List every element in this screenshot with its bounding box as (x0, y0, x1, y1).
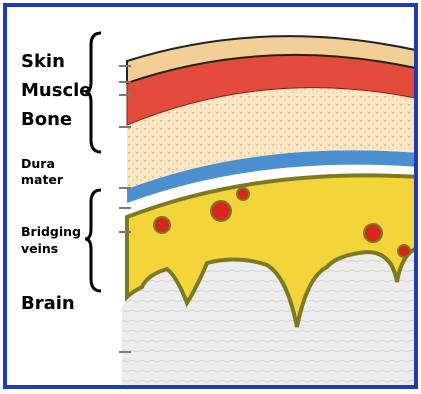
bridging-vein (211, 201, 231, 221)
bridging-vein (154, 217, 170, 233)
label-skin: Skin (21, 52, 65, 72)
label-bridging-line2: veins (21, 242, 58, 256)
diagram-frame: Skin Muscle Bone Dura mater Bridging vei… (3, 3, 418, 389)
anatomy-illustration (7, 7, 418, 389)
bridging-vein (237, 188, 249, 200)
bridging-vein (364, 224, 382, 242)
label-muscle: Muscle (21, 81, 92, 101)
label-dura-line2: mater (21, 173, 63, 187)
label-bridging-line1: Bridging (21, 225, 81, 239)
bridging-vein (398, 245, 410, 257)
label-bone: Bone (21, 110, 72, 130)
brace-meninges (85, 190, 101, 291)
label-dura-line1: Dura (21, 157, 55, 171)
label-brain: Brain (21, 294, 75, 314)
